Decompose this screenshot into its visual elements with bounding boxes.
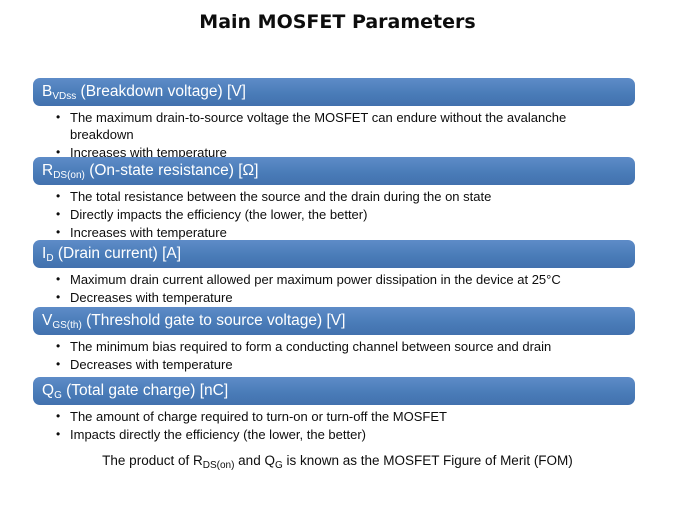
bullet-item: The total resistance between the source … (33, 188, 585, 205)
parameter-symbol: R (42, 162, 54, 179)
parameter-symbol-subscript: D (46, 253, 54, 264)
footer-subscript: DS(on) (202, 460, 235, 471)
bullet-list: The minimum bias required to form a cond… (33, 338, 585, 373)
bullet-item: The amount of charge required to turn-on… (33, 408, 585, 425)
parameter-symbol: V (42, 312, 53, 329)
footer-subscript: G (274, 460, 283, 471)
bullet-item: Decreases with temperature (33, 289, 585, 306)
bullet-item: The maximum drain-to-source voltage the … (33, 109, 585, 143)
slide-title: Main MOSFET Parameters (199, 11, 476, 33)
bullet-list: Maximum drain current allowed per maximu… (33, 271, 585, 306)
bullet-list: The total resistance between the source … (33, 188, 585, 241)
section-breakdown-voltage: BVDss (Breakdown voltage) [V] The maximu… (33, 78, 635, 161)
section-threshold-voltage: VGS(th) (Threshold gate to source voltag… (33, 307, 635, 373)
section-header-bar: QG (Total gate charge) [nC] (33, 377, 635, 405)
parameter-symbol-subscript: VDss (52, 91, 77, 102)
bullet-item: Decreases with temperature (33, 356, 585, 373)
bullet-item: Increases with temperature (33, 144, 585, 161)
bullet-item: Maximum drain current allowed per maximu… (33, 271, 585, 288)
parameter-description: (On-state resistance) [Ω] (84, 162, 259, 179)
section-header-bar: VGS(th) (Threshold gate to source voltag… (33, 307, 635, 335)
parameter-symbol-subscript: G (54, 390, 62, 401)
section-header-bar: RDS(on) (On-state resistance) [Ω] (33, 157, 635, 185)
parameter-symbol: I (42, 245, 47, 262)
parameter-symbol: Q (42, 382, 55, 399)
section-drain-current: ID (Drain current) [A] Maximum drain cur… (33, 240, 635, 306)
section-on-state-resistance: RDS(on) (On-state resistance) [Ω] The to… (33, 157, 635, 241)
bullet-list: The maximum drain-to-source voltage the … (33, 109, 585, 161)
footer-text: The product of R (102, 453, 203, 468)
section-header-bar: ID (Drain current) [A] (33, 240, 635, 268)
figure-of-merit-note: The product of RDS(on) and QG is known a… (0, 452, 675, 474)
parameter-description: (Drain current) [A] (53, 245, 182, 262)
bullet-item: Impacts directly the efficiency (the low… (33, 426, 585, 443)
section-header-bar: BVDss (Breakdown voltage) [V] (33, 78, 635, 106)
section-total-gate-charge: QG (Total gate charge) [nC] The amount o… (33, 377, 635, 443)
footer-text: and Q (234, 453, 275, 468)
parameter-symbol-subscript: GS(th) (52, 320, 82, 331)
parameter-description: (Threshold gate to source voltage) [V] (81, 312, 346, 329)
parameter-symbol-subscript: DS(on) (53, 170, 85, 181)
bullet-list: The amount of charge required to turn-on… (33, 408, 585, 443)
parameter-symbol: B (42, 83, 53, 100)
parameter-description: (Breakdown voltage) [V] (76, 83, 246, 100)
bullet-item: Increases with temperature (33, 224, 585, 241)
bullet-item: The minimum bias required to form a cond… (33, 338, 585, 355)
footer-text: is known as the MOSFET Figure of Merit (… (282, 453, 573, 468)
parameter-description: (Total gate charge) [nC] (61, 382, 229, 399)
bullet-item: Directly impacts the efficiency (the low… (33, 206, 585, 223)
